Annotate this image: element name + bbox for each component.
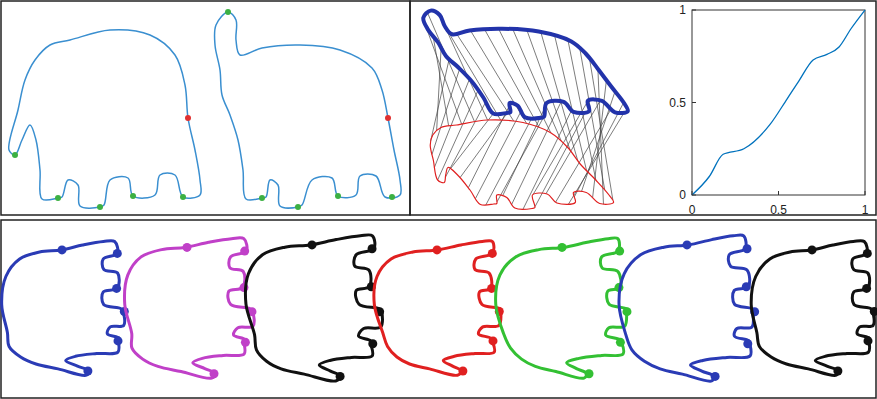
panel-frame bbox=[1, 220, 876, 398]
landmark-dot bbox=[742, 282, 751, 291]
correspondence-line bbox=[541, 32, 578, 161]
source-curve bbox=[423, 11, 628, 119]
tick-mark bbox=[692, 191, 693, 195]
elephant-outline bbox=[9, 30, 202, 208]
landmark-dot bbox=[862, 284, 871, 293]
landmark-dot bbox=[83, 367, 92, 376]
correspondence-line bbox=[513, 29, 562, 141]
landmark-dot bbox=[389, 194, 395, 200]
landmark-dot bbox=[336, 372, 345, 381]
correspondence-line bbox=[438, 90, 479, 180]
landmark-dot bbox=[558, 243, 567, 252]
landmark-dot bbox=[433, 245, 442, 254]
correspondence-line bbox=[432, 69, 460, 155]
landmark-dot bbox=[97, 204, 103, 210]
landmark-dot bbox=[335, 193, 341, 199]
landmark-dot bbox=[368, 339, 377, 348]
landmark-dot bbox=[295, 204, 301, 210]
axis-tick-label: 0 bbox=[679, 189, 686, 201]
axis-tick-label: 0.5 bbox=[770, 204, 787, 216]
landmark-dot bbox=[58, 245, 67, 254]
axis-tick-label: 1 bbox=[862, 204, 869, 216]
landmark-dot bbox=[622, 307, 631, 316]
tick-mark bbox=[865, 191, 866, 195]
shape-sample bbox=[496, 238, 627, 379]
correspondence-line bbox=[446, 28, 501, 120]
axis-tick-label: 1 bbox=[679, 4, 686, 16]
shape-sample bbox=[2, 241, 125, 376]
landmark-dot bbox=[615, 247, 624, 256]
shape-sample bbox=[245, 235, 382, 381]
landmark-dot bbox=[225, 9, 231, 15]
correspondence-line bbox=[437, 48, 441, 131]
shape-sample bbox=[751, 241, 874, 376]
plot-axes bbox=[692, 10, 865, 195]
correspondence-line bbox=[468, 103, 511, 188]
landmark-dot bbox=[55, 195, 61, 201]
landmark-dot bbox=[743, 339, 752, 348]
warping-curve bbox=[692, 10, 865, 195]
landmark-dot bbox=[12, 152, 18, 158]
panel-frame bbox=[410, 1, 876, 215]
panel-frame bbox=[1, 1, 410, 215]
correspondence-line bbox=[457, 34, 514, 121]
landmark-dot bbox=[112, 284, 121, 293]
correspondence-line bbox=[425, 25, 461, 124]
tick-mark bbox=[778, 191, 779, 195]
landmark-dot bbox=[113, 249, 122, 258]
landmark-dot bbox=[808, 245, 817, 254]
landmark-dot bbox=[241, 338, 250, 347]
landmark-dot bbox=[833, 367, 842, 376]
landmark-dot bbox=[114, 336, 123, 345]
landmark-dot bbox=[130, 193, 136, 199]
tick-mark bbox=[692, 195, 696, 196]
landmark-dot bbox=[616, 338, 625, 347]
shape-samples bbox=[2, 235, 877, 382]
landmark-dot bbox=[585, 369, 594, 378]
landmark-dot bbox=[488, 249, 497, 258]
axis-tick-label: 0 bbox=[689, 204, 696, 216]
shape-sample bbox=[374, 241, 501, 376]
landmark-dot bbox=[743, 244, 752, 253]
tick-mark bbox=[692, 10, 696, 11]
landmark-dot bbox=[711, 372, 720, 381]
landmark-dot bbox=[864, 336, 873, 345]
landmark-dot bbox=[683, 240, 692, 249]
landmark-dot bbox=[368, 244, 377, 253]
landmark-dot bbox=[458, 367, 467, 376]
elephant-outline bbox=[214, 12, 401, 208]
correspondence-line bbox=[427, 12, 474, 121]
landmark-dot bbox=[385, 115, 391, 121]
correspondence-line bbox=[533, 102, 587, 195]
landmark-dot bbox=[210, 369, 219, 378]
correspondence-line bbox=[527, 30, 570, 151]
correspondence-line bbox=[445, 102, 485, 177]
landmark-dot bbox=[489, 336, 498, 345]
correspondence-line bbox=[475, 111, 521, 199]
warping-plot bbox=[692, 10, 865, 195]
landmark-dot bbox=[308, 240, 317, 249]
landmark-dot bbox=[863, 249, 872, 258]
tick-mark bbox=[692, 102, 696, 103]
target-curve bbox=[430, 120, 613, 209]
landmark-dot bbox=[259, 195, 265, 201]
landmark-dot bbox=[240, 247, 249, 256]
landmark-dot bbox=[180, 194, 186, 200]
landmark-dot bbox=[185, 115, 191, 121]
correspondence-line bbox=[589, 58, 613, 200]
correspondence-line bbox=[486, 119, 532, 206]
landmark-dot bbox=[870, 307, 877, 316]
landmark-dot bbox=[183, 243, 192, 252]
elephant-curves bbox=[9, 9, 402, 210]
shape-sample bbox=[619, 235, 753, 381]
matching-curves bbox=[423, 11, 628, 210]
axis-tick-label: 0.5 bbox=[669, 97, 686, 109]
shape-sample bbox=[124, 238, 254, 379]
